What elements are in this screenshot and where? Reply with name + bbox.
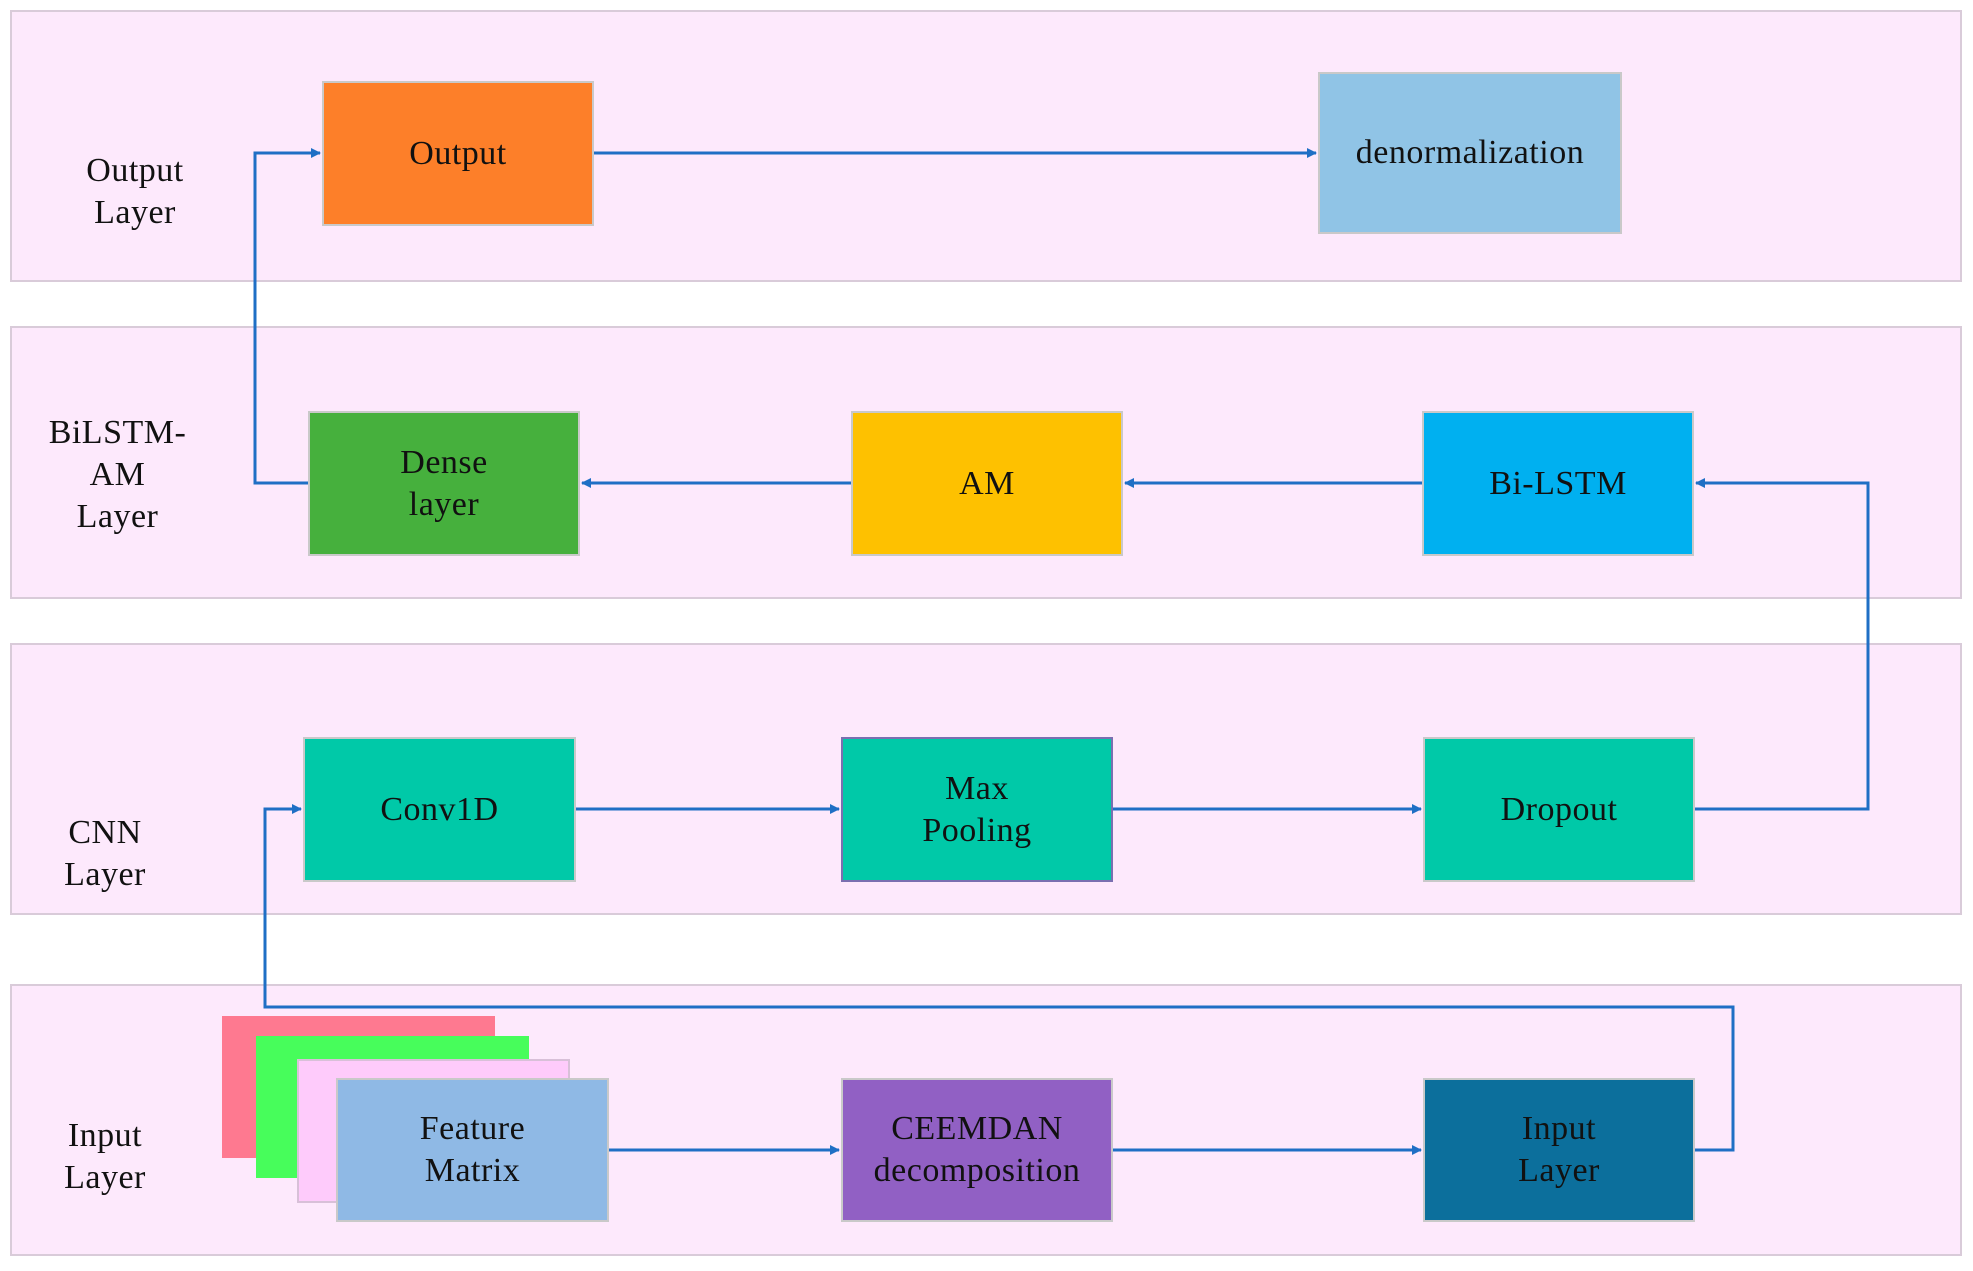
output-box: Output [322,81,594,226]
arrow-inputlayer-to-conv1d [263,804,1735,1152]
denormalization-box: denormalization [1318,72,1622,234]
am-box: AM [851,411,1123,556]
arrow-dense-to-output [253,148,321,485]
dropout-box: Dropout [1423,737,1695,882]
bi-lstm-box: Bi-LSTM [1422,411,1694,556]
arrow-dropout-to-bilstm [1695,478,1870,811]
conv1d-box: Conv1D [303,737,576,882]
